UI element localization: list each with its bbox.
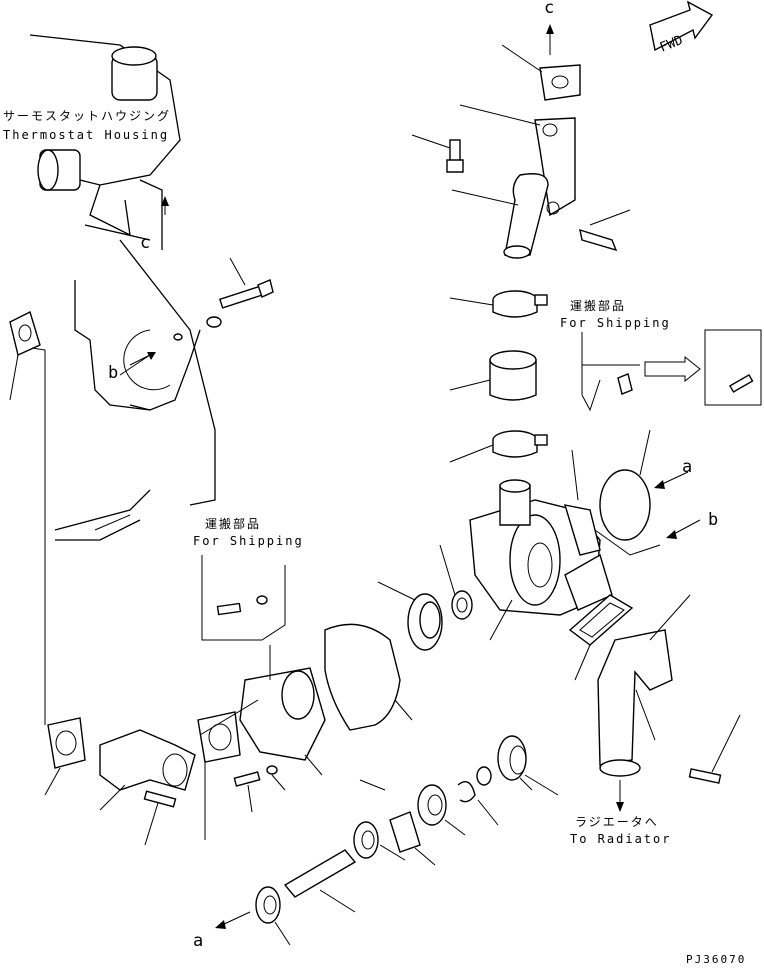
arrow-b-right	[671, 519, 701, 536]
fwd-arrow-icon	[649, 0, 714, 52]
gasket-bottom-left-1	[47, 717, 86, 769]
shipping-en-label-left: For Shipping	[193, 534, 304, 548]
gasket-bottom-left-2	[197, 711, 241, 763]
mechanical-seal	[451, 590, 473, 620]
thermostat-housing-en-label: Thermostat Housing	[3, 128, 169, 142]
inlet-bolt	[143, 790, 177, 808]
front-cover-outline	[54, 239, 216, 541]
oil-seal	[255, 886, 281, 924]
bearing-front	[353, 821, 379, 859]
coolant-hose	[489, 350, 537, 401]
ref-c-left: c	[140, 233, 150, 253]
o-ring	[599, 469, 651, 541]
bearing-rear	[417, 784, 447, 826]
radiator-outlet-elbow	[597, 629, 722, 784]
impeller	[407, 593, 443, 651]
leader-lines	[9, 44, 741, 946]
shipping-jp-label-left: 運搬部品	[205, 516, 261, 531]
arrow-b-left	[129, 354, 151, 366]
radiator-en-label: To Radiator	[570, 832, 671, 846]
gasket-right	[568, 594, 634, 646]
hose-clamp-lower	[492, 430, 548, 458]
snap-ring	[457, 781, 476, 803]
ref-b-right: b	[708, 510, 718, 530]
ref-a-right: a	[682, 457, 692, 477]
arrow-a-right	[659, 471, 689, 486]
bolt-washer-drawing	[173, 279, 274, 341]
ref-a-bottom: a	[193, 931, 203, 951]
thermostat-housing-jp-label: サーモスタットハウジング	[3, 109, 171, 123]
rear-cover-gasket	[324, 623, 401, 731]
elbow-bracket-drawing	[446, 64, 618, 259]
cover-washer	[266, 765, 278, 775]
shipping-en-label-right: For Shipping	[560, 316, 671, 330]
pump-shaft	[283, 849, 357, 898]
bearing-sleeve	[389, 811, 421, 853]
pump-pulley	[497, 735, 527, 781]
radiator-jp-label: ラジエータへ	[575, 815, 659, 829]
hose-clamp-upper	[492, 290, 548, 318]
shipping-jp-label-right: 運搬部品	[570, 298, 626, 313]
shipping-box-left	[201, 555, 286, 641]
water-inlet-elbow	[99, 729, 196, 791]
arrow-a-bottom	[221, 911, 251, 926]
shipping-box-right	[581, 329, 762, 406]
cover-bolt	[233, 771, 261, 787]
gasket-left-top	[9, 311, 41, 356]
spacer	[476, 766, 492, 786]
ref-c-top: c	[544, 0, 554, 18]
pump-rear-cover	[239, 667, 326, 761]
ref-b-left: b	[108, 363, 118, 383]
water-pump-body	[469, 479, 613, 616]
thermostat-housing-drawing	[29, 34, 181, 250]
drawing-number: PJ36070	[686, 953, 746, 966]
